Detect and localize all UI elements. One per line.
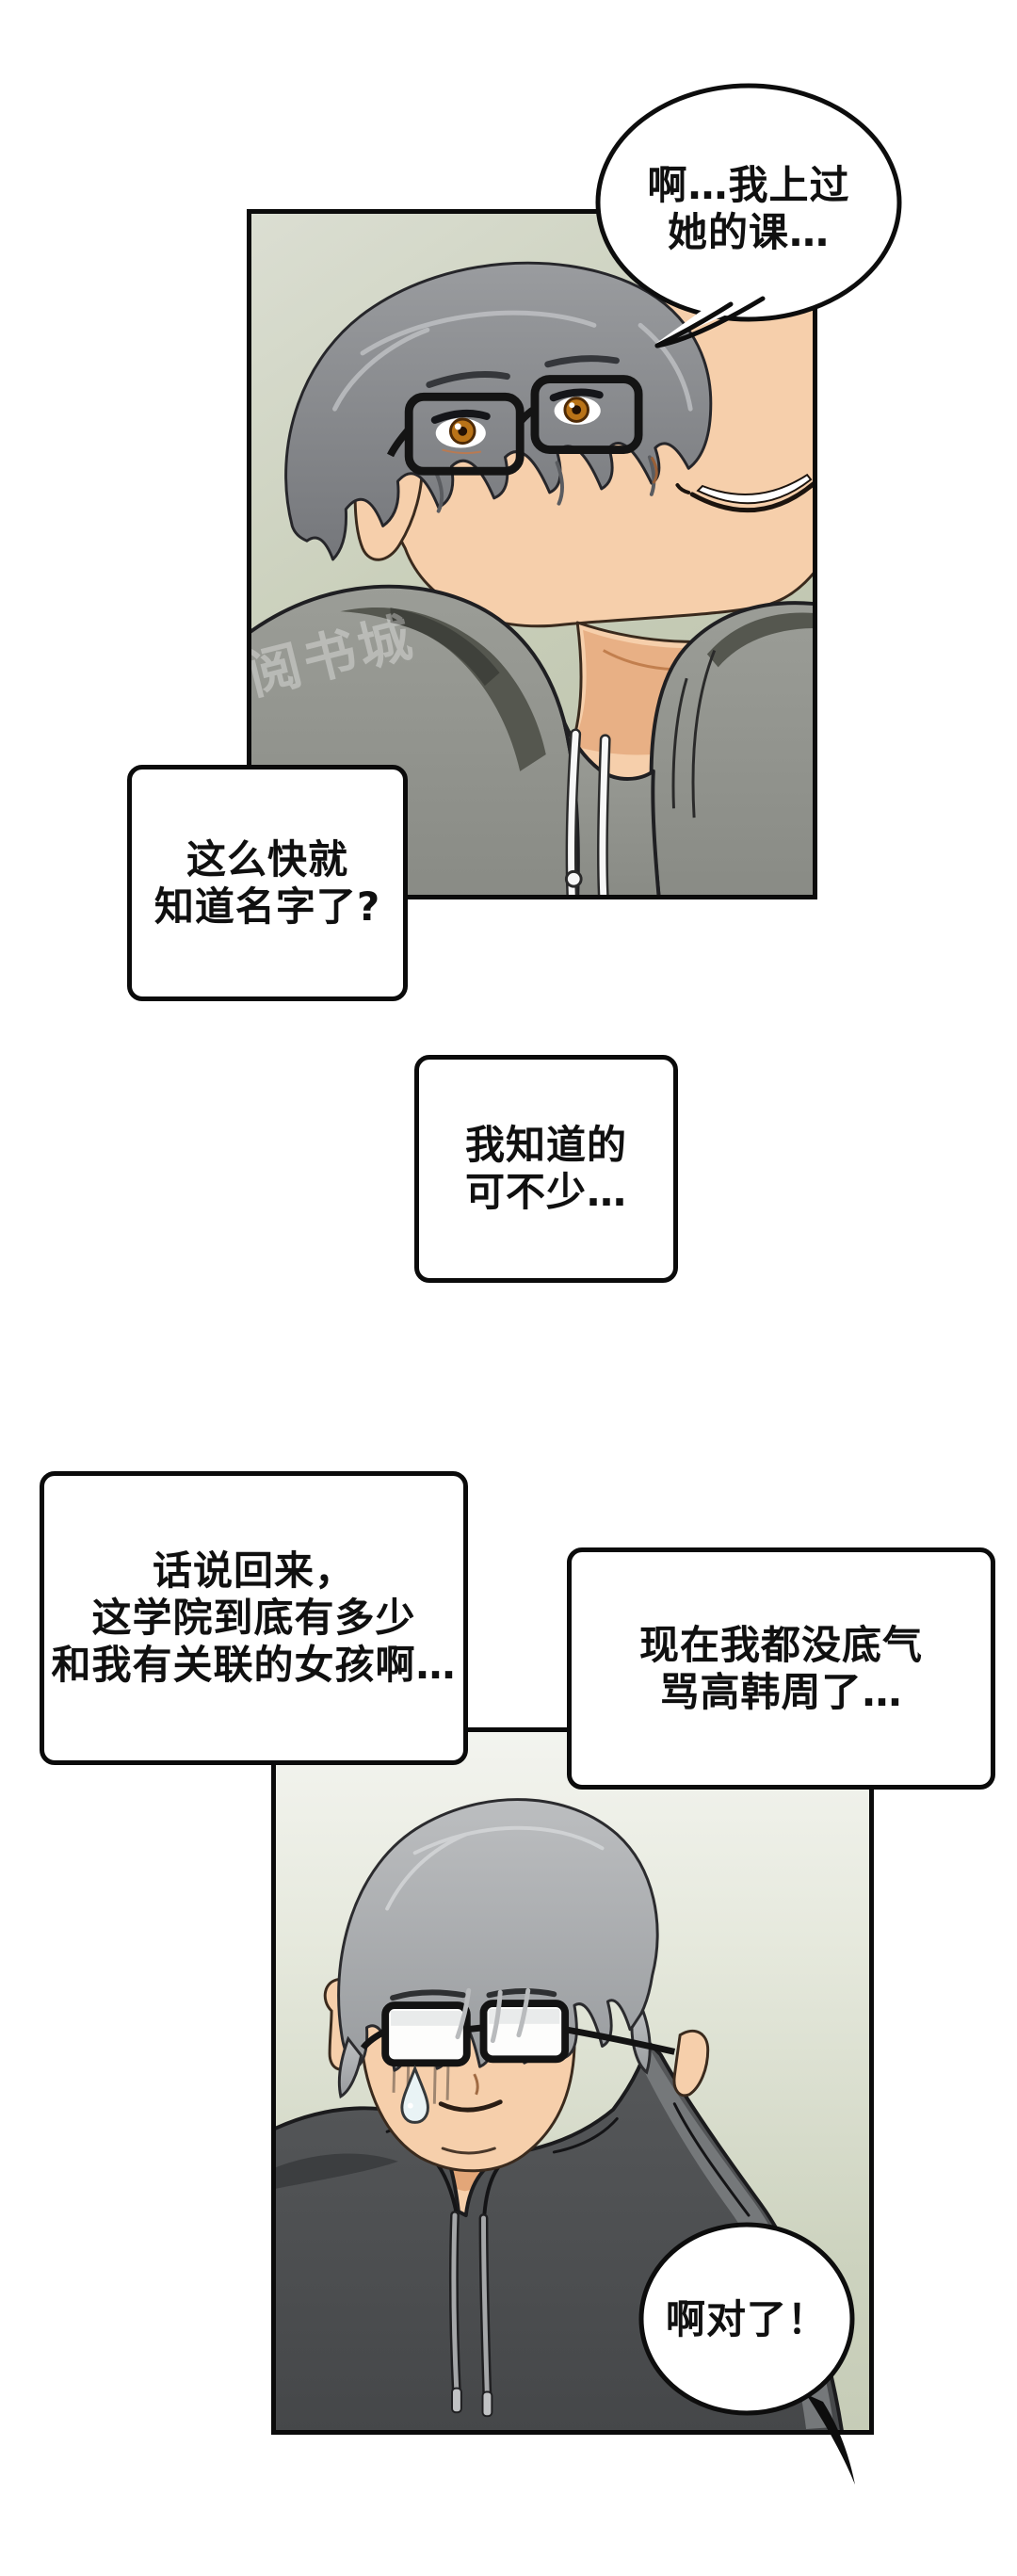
character-1-eyebrows bbox=[426, 355, 620, 388]
speech-line: 这么快就 bbox=[186, 835, 348, 883]
character-2-arm-highlight bbox=[642, 2049, 834, 2430]
speech-line: 和我有关联的女孩啊… bbox=[51, 1642, 457, 1688]
speech-bubble-bottom: 啊对了！ bbox=[648, 2296, 846, 2343]
speech-box-know: 我知道的 可不少… bbox=[414, 1055, 678, 1283]
speech-box-confidence: 现在我都没底气 骂高韩周了… bbox=[567, 1547, 995, 1790]
speech-line: 现在我都没底气 bbox=[638, 1621, 923, 1668]
character-1-eyes bbox=[430, 388, 604, 455]
character-1-hair-highlights bbox=[332, 310, 693, 412]
speech-line: 话说回来， bbox=[152, 1547, 355, 1594]
character-2-mouth bbox=[438, 2099, 503, 2113]
character-1-glasses bbox=[387, 375, 643, 476]
character-1-drawstrings bbox=[564, 728, 611, 895]
speech-line: 啊对了！ bbox=[665, 2296, 828, 2342]
speech-bubble-bottom-shape bbox=[638, 2222, 855, 2485]
speech-bubble-top-shape bbox=[595, 83, 902, 348]
speech-box-academy: 话说回来， 这学院到底有多少 和我有关联的女孩啊… bbox=[40, 1471, 468, 1765]
character-2-drawstrings bbox=[449, 2211, 493, 2418]
speech-box-quick: 这么快就 知道名字了? bbox=[127, 765, 408, 1001]
character-2-hair-strands bbox=[455, 1987, 531, 2044]
character-1-mouth bbox=[675, 473, 813, 513]
character-1-nose bbox=[650, 456, 658, 484]
character-2-chin-line bbox=[441, 2147, 496, 2155]
speech-line: 我知道的 bbox=[464, 1122, 627, 1168]
speech-line: 知道名字了? bbox=[153, 883, 381, 930]
character-1-hair-shadows bbox=[434, 455, 656, 513]
character-2-eyebrows bbox=[390, 1988, 557, 2001]
character-2-sweat-drop bbox=[400, 2065, 429, 2124]
speech-line: 她的课… bbox=[667, 209, 830, 255]
speech-line: 啊…我上过 bbox=[647, 162, 850, 208]
speech-line: 这学院到底有多少 bbox=[91, 1595, 416, 1641]
speech-bubble-top: 啊…我上过 她的课… bbox=[607, 162, 890, 256]
speech-line: 可不少… bbox=[464, 1169, 627, 1215]
speech-line: 骂高韩周了… bbox=[659, 1668, 903, 1715]
character-2-nose bbox=[473, 2073, 479, 2096]
